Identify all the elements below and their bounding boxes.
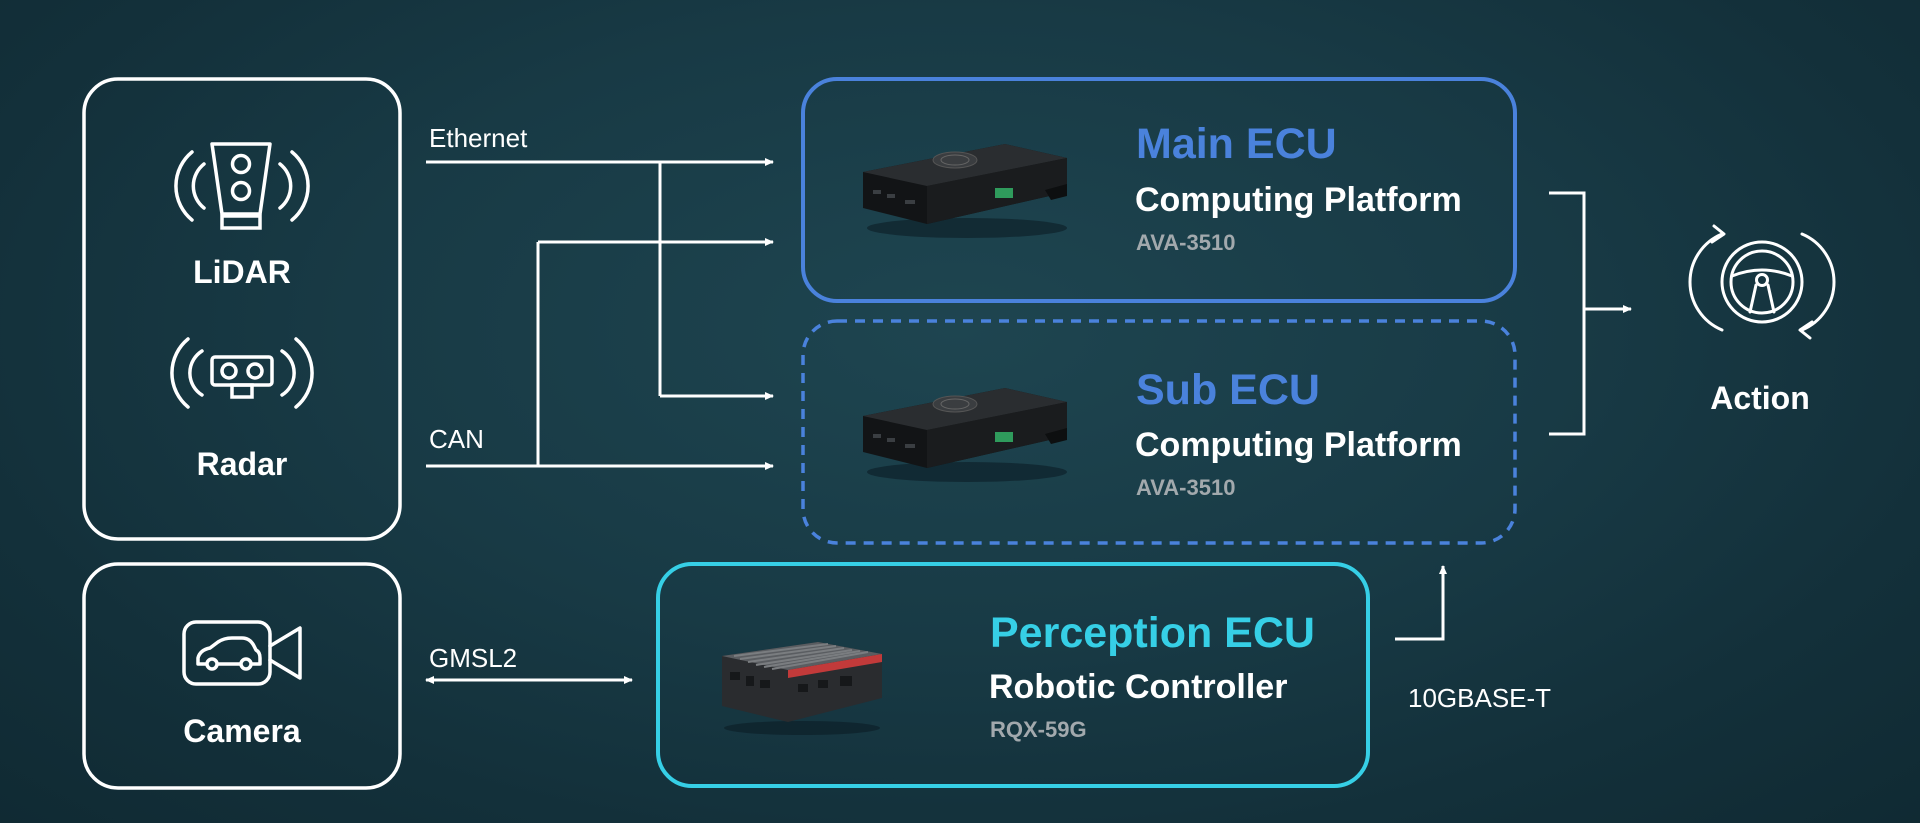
sub-ecu-title: Sub ECU [1136, 366, 1320, 414]
10gbase-t-line [1395, 565, 1447, 641]
perception-ecu-frame [656, 562, 1370, 788]
ecu-merge-bracket [1549, 191, 1586, 436]
main-ecu-frame [801, 77, 1517, 303]
lidar-label: LiDAR [193, 254, 291, 290]
main-ecu-title: Main ECU [1136, 120, 1337, 168]
perception-ecu-title: Perception ECU [990, 609, 1315, 657]
sub-ecu-subtitle: Computing Platform [1135, 426, 1462, 464]
perception-ecu-device-icon [722, 642, 882, 735]
camera-label: Camera [183, 713, 301, 749]
can-label: CAN [429, 424, 484, 454]
radar-label: Radar [196, 446, 288, 482]
sub-ecu-model: AVA-3510 [1136, 475, 1236, 500]
action-label: Action [1710, 380, 1810, 416]
steering-wheel-icon [1688, 224, 1836, 340]
sub-ecu-frame [801, 319, 1517, 545]
main-ecu-subtitle: Computing Platform [1135, 181, 1462, 219]
gmsl2-label: GMSL2 [429, 643, 518, 673]
radar-icon [170, 337, 314, 409]
perception-ecu-subtitle: Robotic Controller [989, 668, 1288, 706]
perception-ecu-model: RQX-59G [990, 717, 1087, 742]
camera-icon [182, 620, 302, 686]
main-ecu-device-icon [863, 144, 1067, 238]
camera-group-frame [82, 562, 402, 790]
10gbase-t-label: 10GBASE-T [1408, 683, 1552, 713]
sub-ecu-device-icon [863, 388, 1067, 482]
ethernet-label: Ethernet [429, 123, 528, 153]
lidar-radar-group-frame [82, 77, 402, 541]
main-ecu-model: AVA-3510 [1136, 230, 1236, 255]
lidar-icon [174, 142, 310, 230]
